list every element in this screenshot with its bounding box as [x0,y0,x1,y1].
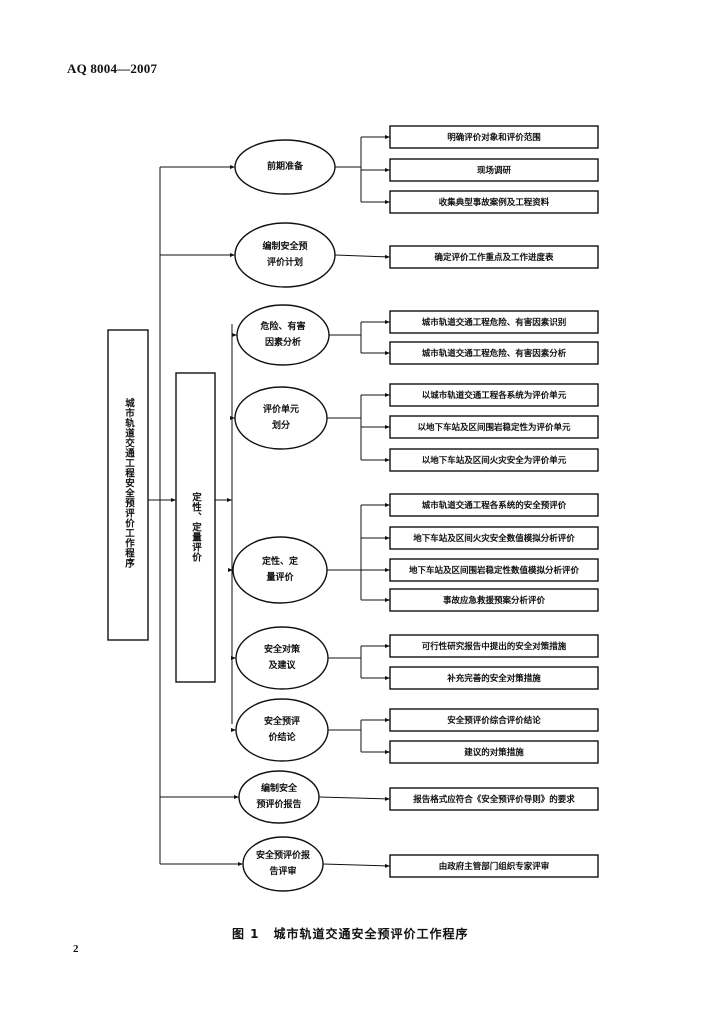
output-box [389,493,599,517]
output-box [389,245,599,269]
output-label: 补充完善的安全对策措施 [447,674,541,684]
output-label: 地下车站及区间火灾安全数值模拟分析评价 [413,534,575,544]
output-box [389,740,599,764]
figure-title: 城市轨道交通安全预评价工作程序 [273,927,469,941]
output-label: 地下车站及区间围岩稳定性数值模拟分析评价 [408,566,580,576]
output-box [389,341,599,365]
page-number: 2 [73,943,79,955]
output-label: 安全预评价综合评价结论 [447,716,541,726]
output-box [389,190,599,214]
output-label: 确定评价工作重点及工作进度表 [434,253,554,263]
output-label: 城市轨道交通工程危险、有害因素识别 [421,318,567,328]
output-connector-arrow [318,796,391,801]
step-label: 安全预评价报 告评审 [255,851,311,877]
output-label: 明确评价对象和评价范围 [447,133,541,143]
output-box [389,448,599,472]
output-label: 由政府主管部门组织专家评审 [438,862,550,872]
group-label: 定性、定量评价 [190,492,201,562]
step-label: 危险、有害 因素分析 [260,322,306,348]
output-connector-arrow [322,863,391,868]
step-label: 编制安全 预评价报告 [256,784,302,810]
output-label: 现场调研 [476,166,512,176]
figure-number: 图 1 [232,927,260,941]
output-label: 建议的对策措施 [464,748,524,758]
step-label: 定性、定 量评价 [261,557,299,583]
group-box [175,372,216,683]
step-label: 安全对策 及建议 [263,645,301,671]
root-label: 城市轨道交通工程安全预评价工作程序 [123,398,134,568]
output-label: 以地下车站及区间围岩稳定性为评价单元 [417,423,571,433]
step-label: 评价单元 划分 [262,405,300,431]
output-label: 城市轨道交通工程各系统的安全预评价 [421,501,567,511]
output-box [389,158,599,182]
output-label: 事故应急救援预案分析评价 [442,596,546,606]
output-box [389,526,599,550]
step-label: 前期准备 [266,162,304,172]
output-box [389,787,599,811]
output-connector-arrow [334,254,391,259]
output-label: 收集典型事故案例及工程资料 [438,198,550,208]
output-box [389,588,599,612]
output-box [389,310,599,334]
root-box [107,329,149,641]
output-box [389,125,599,149]
output-box [389,558,599,582]
output-label: 可行性研究报告中提出的安全对策措施 [421,642,567,652]
output-box [389,634,599,658]
standard-code-header: AQ 8004—2007 [67,61,158,76]
output-label: 城市轨道交通工程危险、有害因素分析 [421,349,567,359]
output-box [389,383,599,407]
output-label: 以城市轨道交通工程各系统为评价单元 [421,391,567,401]
output-label: 以地下车站及区间火灾安全为评价单元 [421,456,567,466]
output-label: 报告格式应符合《安全预评价导则》的要求 [413,795,575,805]
output-box [389,854,599,878]
output-box [389,708,599,732]
output-box [389,415,599,439]
step-label: 编制安全预 评价计划 [262,242,308,268]
step-label: 安全预评 价结论 [263,717,301,743]
output-box [389,666,599,690]
figure-caption: 图 1 城市轨道交通安全预评价工作程序 [232,925,469,942]
